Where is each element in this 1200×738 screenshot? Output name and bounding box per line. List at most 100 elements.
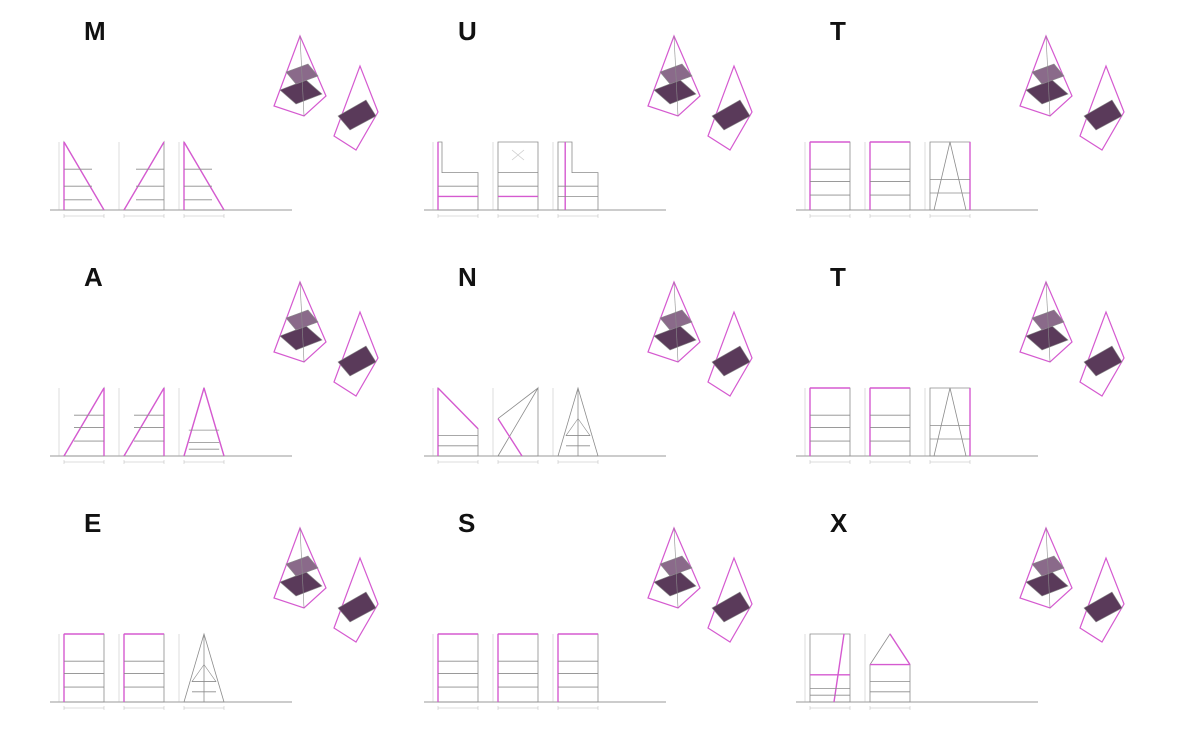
accent-edge [203, 387, 225, 457]
rect-elevation [497, 633, 539, 703]
axonometric-frame [1019, 280, 1073, 363]
accent-edge [183, 141, 225, 211]
axonometric-frame [273, 526, 327, 609]
axonometric-frame [1079, 310, 1125, 397]
panel-u: U [424, 16, 838, 246]
axonometric-shelf [1025, 325, 1069, 351]
axonometric-edge [673, 527, 679, 609]
axonometric-shelf [711, 345, 751, 377]
rect-elevation [809, 633, 851, 703]
axonometric-shelf [1025, 571, 1069, 597]
panel-letter: T [830, 16, 846, 46]
axonometric-frame [333, 64, 379, 151]
axonometric-edge [299, 35, 305, 117]
panel-drawing [796, 526, 1125, 710]
axonometric-shelf [653, 571, 697, 597]
axonometric-shelf [711, 591, 751, 623]
panel-s: S [424, 508, 838, 738]
axonometric-shelf [337, 99, 377, 131]
axonometric-edge [1045, 35, 1051, 117]
triangle-elevation [183, 386, 225, 457]
axonometric-edge [673, 35, 679, 117]
panel-drawing [50, 280, 379, 464]
axonometric-frame [707, 310, 753, 397]
slant-elevation [497, 386, 539, 457]
panel-letter: E [84, 508, 102, 538]
accent-edge [183, 387, 205, 457]
axonometric-frame [273, 34, 327, 117]
panel-drawing [50, 526, 379, 710]
rect-elevation [497, 141, 539, 211]
panel-letter: X [830, 508, 848, 538]
panel-letter: U [458, 16, 477, 46]
accent-edge [123, 141, 165, 211]
axonometric-frame [1079, 556, 1125, 643]
panel-drawing [424, 280, 753, 464]
axonometric-frame [647, 280, 701, 363]
inner-frame [565, 418, 591, 436]
panel-letter: M [84, 16, 106, 46]
axonometric-frame [1019, 526, 1073, 609]
axonometric-frame [707, 64, 753, 151]
axonometric-frame [647, 34, 701, 117]
panel-letter: T [830, 262, 846, 292]
axonometric-edge [1045, 281, 1051, 363]
axonometric-shelf [1083, 345, 1123, 377]
panel-letter: N [458, 262, 477, 292]
panel-a: A [50, 262, 464, 492]
panel-drawing [424, 34, 753, 218]
axonometric-shelf [279, 571, 323, 597]
accent-edge [833, 633, 845, 703]
panel-drawing [796, 280, 1125, 464]
x-mark [511, 149, 525, 161]
panel-n: N [424, 262, 838, 492]
frame-line [497, 387, 539, 419]
rect-elevation [557, 141, 599, 211]
axonometric-edge [299, 527, 305, 609]
axonometric-edge [673, 281, 679, 363]
axonometric-shelf [1025, 79, 1069, 105]
axonometric-frame [333, 556, 379, 643]
axonometric-frame [707, 556, 753, 643]
axonometric-frame [1079, 64, 1125, 151]
panel-e: E [50, 508, 464, 738]
axonometric-shelf [653, 325, 697, 351]
inner-frame [933, 141, 967, 211]
rect-elevation [869, 387, 911, 457]
axonometric-shelf [653, 79, 697, 105]
panel-drawing [50, 34, 379, 218]
axonometric-shelf [279, 325, 323, 351]
axonometric-shelf [711, 99, 751, 131]
axonometric-shelf [1083, 591, 1123, 623]
rect-elevation [869, 141, 911, 211]
rect-elevation [557, 633, 599, 703]
panel-m: M [50, 16, 464, 246]
axonometric-frame [1019, 34, 1073, 117]
axonometric-shelf [337, 345, 377, 377]
panel-x: X [796, 508, 1200, 738]
axonometric-frame [647, 526, 701, 609]
axonometric-shelf [279, 79, 323, 105]
axonometric-frame [333, 310, 379, 397]
axonometric-shelf [337, 591, 377, 623]
panel-letter: A [84, 262, 103, 292]
accent-edge [123, 387, 165, 457]
axonometric-edge [1045, 527, 1051, 609]
rect-elevation [123, 633, 165, 703]
accent-edge [497, 418, 523, 457]
inner-frame [933, 387, 967, 457]
rect-elevation [63, 633, 105, 703]
panel-letter: S [458, 508, 476, 538]
panel-drawing [796, 34, 1125, 218]
panel-t-second: T [796, 262, 1200, 492]
axonometric-shelf [1083, 99, 1123, 131]
accent-edge [889, 633, 911, 665]
inner-frame [191, 664, 217, 682]
axonometric-edge [299, 281, 305, 363]
panel-t-first: T [796, 16, 1200, 246]
axonometric-frame [273, 280, 327, 363]
accent-edge [437, 387, 479, 430]
accent-edge [63, 387, 105, 457]
accent-edge [63, 141, 105, 211]
